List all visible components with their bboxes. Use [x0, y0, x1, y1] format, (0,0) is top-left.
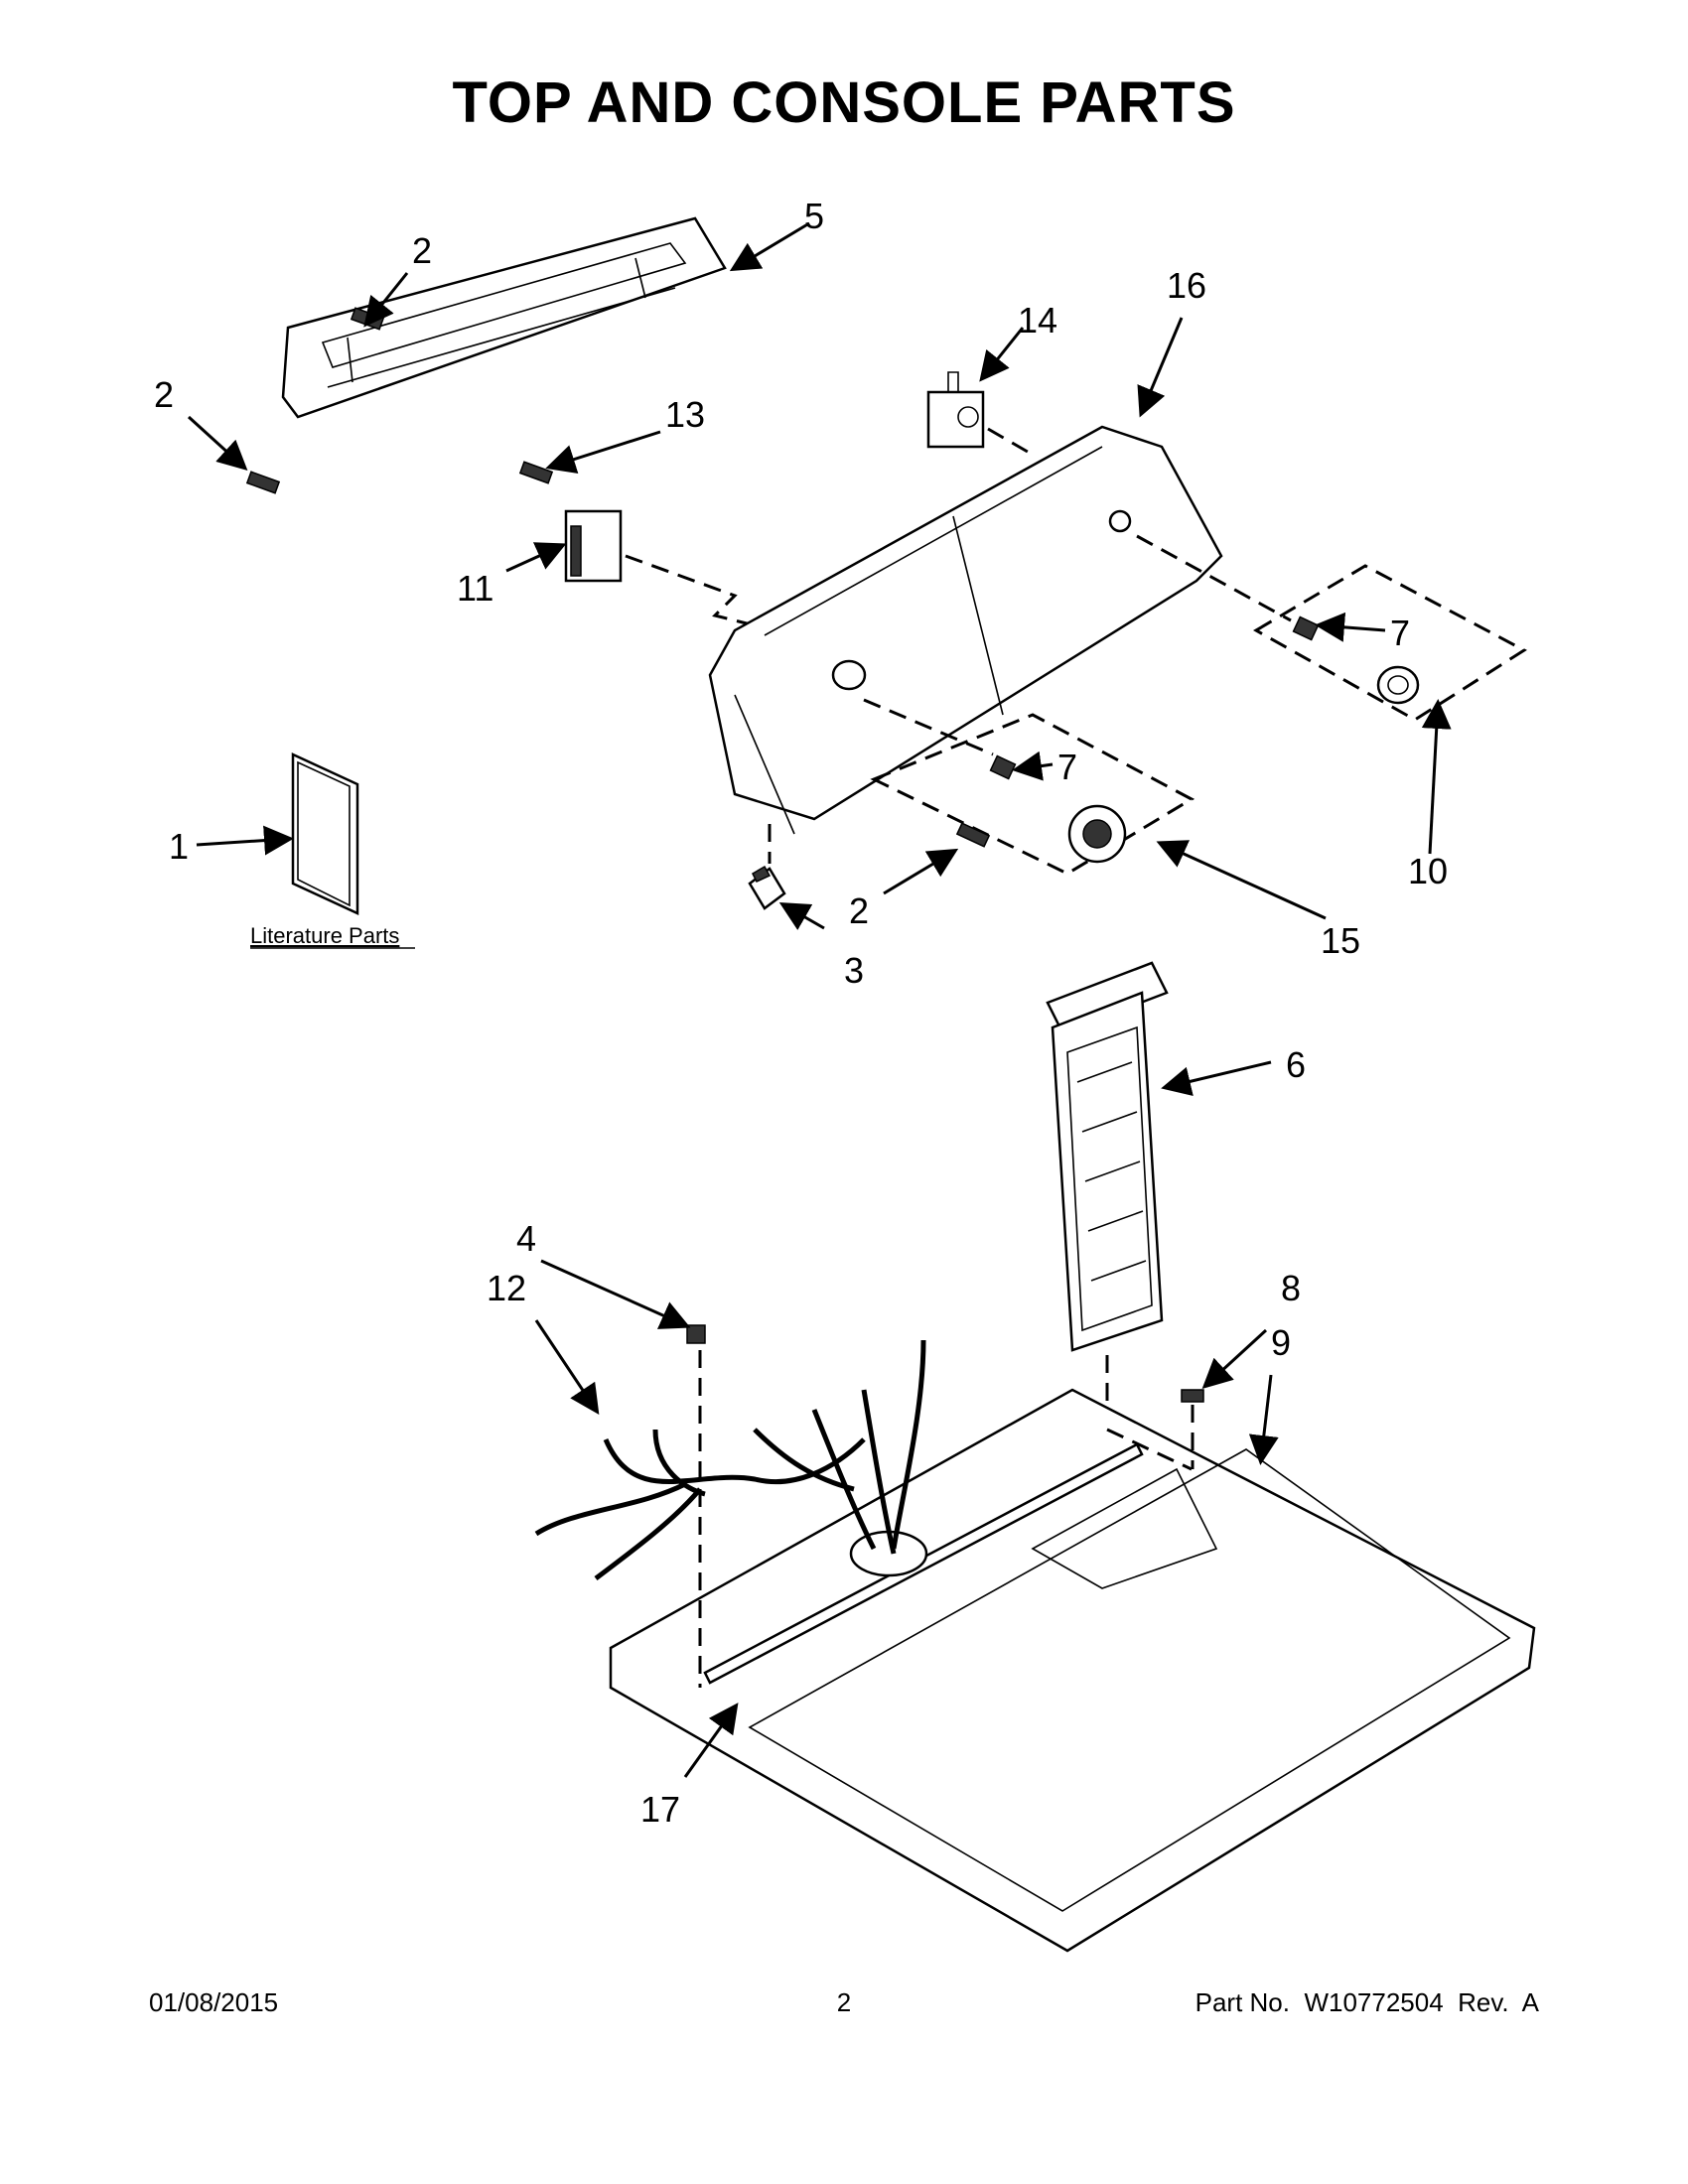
part-5-console-rear-panel [281, 216, 727, 419]
callout-12: 12 [487, 1268, 526, 1308]
callout-4: 4 [516, 1218, 536, 1259]
footer-date: 01/08/2015 [149, 1987, 279, 2017]
footer-page-number: 2 [836, 1987, 852, 2017]
callout-15: 15 [1321, 920, 1360, 961]
callout-7a: 7 [1390, 613, 1410, 653]
callout-7b: 7 [1057, 747, 1077, 787]
part-15-knob-assembly [870, 713, 1196, 876]
callout-2a: 2 [412, 230, 432, 271]
callout-1: 1 [169, 826, 189, 867]
callout-6: 6 [1286, 1044, 1306, 1085]
footer-part-number: Part No. W10772504 Rev. A [1195, 1987, 1539, 2017]
part-1-literature [291, 752, 359, 915]
callout-2b: 2 [154, 374, 174, 415]
page-title: TOP AND CONSOLE PARTS [452, 70, 1236, 135]
part-13-screw [518, 461, 554, 484]
callout-14: 14 [1018, 300, 1057, 341]
callout-3: 3 [844, 950, 864, 991]
callout-9: 9 [1271, 1322, 1291, 1363]
callout-13: 13 [665, 394, 705, 435]
callout-8: 8 [1281, 1268, 1301, 1308]
callout-2c: 2 [849, 890, 869, 931]
part-2-screw-b [245, 471, 281, 494]
callout-10: 10 [1408, 851, 1448, 891]
literature-parts-label: Literature Parts [250, 923, 399, 948]
part-16-console [708, 425, 1292, 864]
callout-16: 16 [1167, 265, 1206, 306]
part-3-clip [748, 865, 786, 910]
part-4-clip [686, 1324, 706, 1688]
part-11-timer [564, 509, 756, 627]
callout-5: 5 [804, 196, 824, 236]
part-14-switch [926, 371, 1034, 457]
part-2-screw-c [955, 822, 991, 848]
part-9-dryer-top [609, 1388, 1536, 1953]
part-8-screw [1181, 1389, 1204, 1469]
part-12-wire-harness [534, 1339, 926, 1580]
callout-17: 17 [640, 1789, 680, 1830]
leader-lines [187, 221, 1452, 1778]
callout-11: 11 [457, 568, 493, 609]
